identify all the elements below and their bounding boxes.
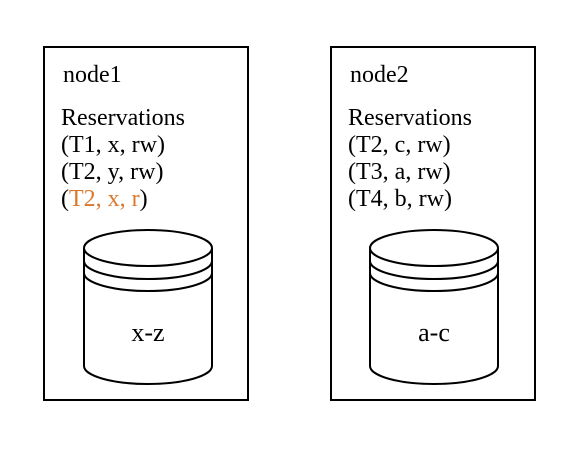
node-title: node2: [350, 62, 409, 88]
database-range-label: a-c: [418, 318, 450, 347]
reservation-list: (T1, x, rw) (T2, y, rw) (T2, x, r): [61, 132, 165, 213]
reservations-heading: Reservations: [348, 105, 472, 131]
reservation-item: (T2, c, rw): [348, 132, 451, 158]
reservation-item-highlighted: (T2, x, r): [61, 186, 148, 212]
reservation-item: (T3, a, rw): [348, 159, 451, 185]
node2-box: node2 Reservations (T2, c, rw) (T3, a, r…: [330, 46, 536, 401]
reservation-item: (T1, x, rw): [61, 132, 165, 158]
reservation-item: (T4, b, rw): [348, 186, 452, 212]
node-title: node1: [63, 62, 122, 88]
node1-box: node1 Reservations (T1, x, rw) (T2, y, r…: [43, 46, 249, 401]
database-cylinder-icon: x-z: [82, 228, 214, 388]
reservation-item: (T2, y, rw): [61, 159, 164, 185]
reservation-list: (T2, c, rw) (T3, a, rw) (T4, b, rw): [348, 132, 452, 213]
reservations-heading: Reservations: [61, 105, 185, 131]
database-range-label: x-z: [131, 318, 165, 347]
database-cylinder-icon: a-c: [368, 228, 500, 388]
